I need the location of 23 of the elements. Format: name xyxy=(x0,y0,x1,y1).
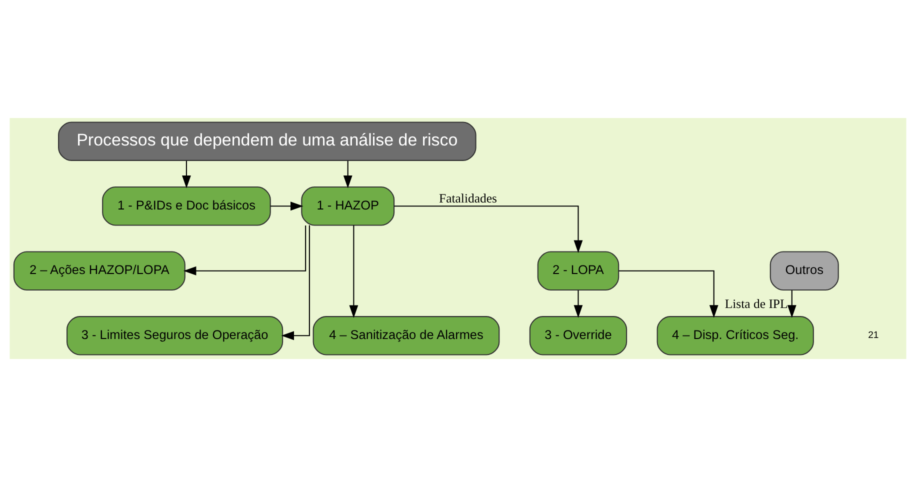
label: 21 xyxy=(868,330,878,341)
node-box: 1 - HAZOP xyxy=(300,186,394,226)
node-box: 4 – Disp. Críticos Seg. xyxy=(656,316,814,356)
arrow xyxy=(270,202,303,211)
node-box: 2 – Ações HAZOP/LOPA xyxy=(12,251,185,291)
arrow xyxy=(280,225,310,340)
node-box: 4 – Sanitização de Alarmes xyxy=(312,316,500,356)
arrow xyxy=(348,225,358,318)
node-box: 2 - LOPA xyxy=(536,251,619,291)
edge-label: Lista de IPL xyxy=(724,297,788,312)
node-box: Outros xyxy=(769,251,838,291)
node-box: 1 - P&IDs e Doc básicos xyxy=(102,186,270,226)
arrow xyxy=(786,290,796,318)
node-box: 3 - Override xyxy=(528,316,627,356)
arrow xyxy=(618,270,718,318)
arrow xyxy=(342,160,352,188)
arrow xyxy=(573,290,582,318)
node-box: 3 - Limites Seguros de Operação xyxy=(66,316,283,356)
arrow xyxy=(394,206,582,254)
node-box: Processos que dependem de uma análise de risco xyxy=(58,122,476,161)
edge-label: Fatalidades xyxy=(438,192,497,206)
arrow xyxy=(182,160,190,188)
arrow xyxy=(182,226,306,276)
